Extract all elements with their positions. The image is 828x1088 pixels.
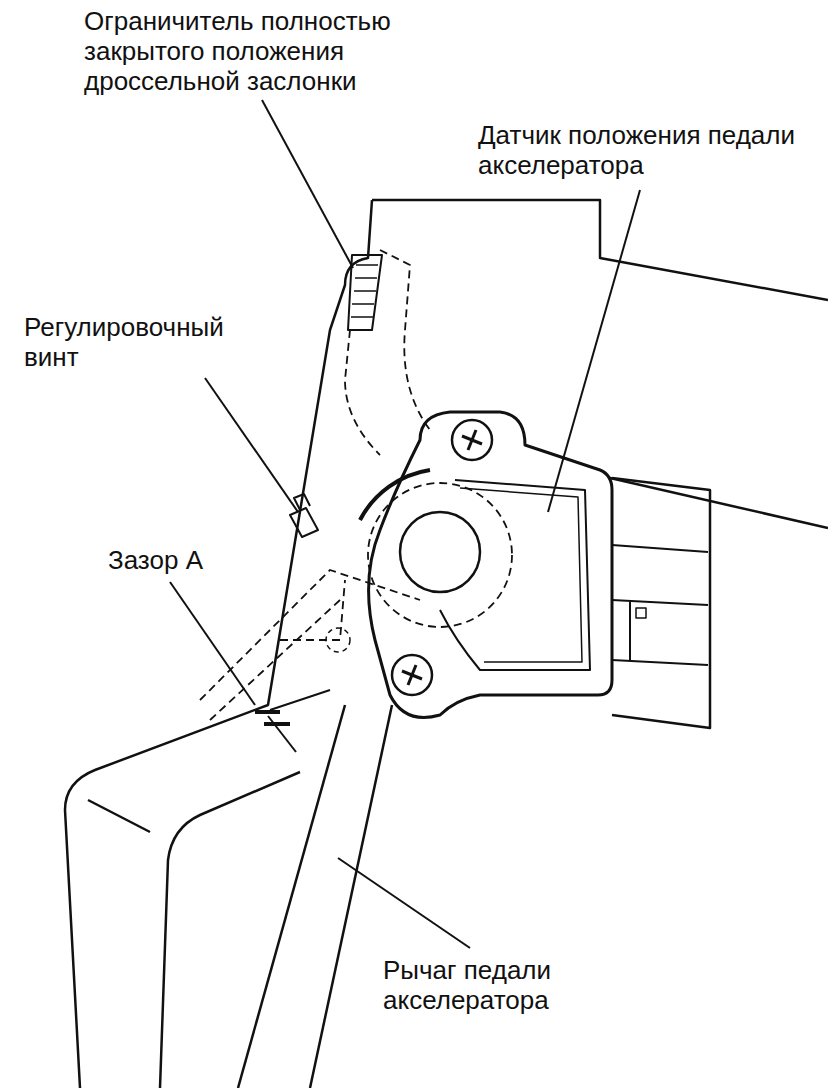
- hidden-lever: [345, 250, 430, 455]
- screw: [402, 665, 422, 685]
- sensor-shaft: [400, 512, 480, 592]
- stopper-hatch: [351, 265, 378, 317]
- housing-outline: [88, 800, 150, 832]
- screw: [392, 655, 432, 695]
- part-label: Регулировочный винт: [24, 312, 264, 372]
- leader-line: [262, 100, 353, 268]
- gap-mark: [255, 712, 290, 724]
- leader-line: [268, 716, 296, 752]
- housing-outline: [372, 200, 828, 300]
- hidden-pin: [326, 628, 350, 652]
- sensor-body: [360, 470, 430, 520]
- hidden-lever: [200, 570, 420, 720]
- sensor-body: [369, 412, 612, 718]
- housing-outline: [610, 478, 828, 528]
- leader-line: [338, 858, 470, 948]
- leader-line: [548, 190, 640, 512]
- pedal-lever: [270, 690, 330, 710]
- leader-line: [170, 582, 255, 705]
- pedal-lever: [238, 705, 345, 1088]
- housing-outline: [160, 772, 300, 1088]
- part-label: Датчик положения педали акселератора: [478, 120, 798, 180]
- sensor-body: [460, 488, 582, 662]
- screw: [462, 430, 482, 450]
- part-label: Зазор А: [108, 545, 308, 575]
- sensor-connector: [612, 545, 708, 665]
- part-label: Рычаг педали акселератора: [383, 955, 613, 1015]
- sensor-body: [440, 480, 590, 670]
- adjusting-screw: [290, 494, 318, 537]
- sensor-connector: [612, 478, 710, 728]
- leader-line: [205, 378, 298, 512]
- pedal-lever: [310, 705, 392, 1088]
- screw: [452, 420, 492, 460]
- sensor-connector: [636, 608, 646, 618]
- part-label: Ограничитель полностью закрытого положен…: [84, 6, 504, 96]
